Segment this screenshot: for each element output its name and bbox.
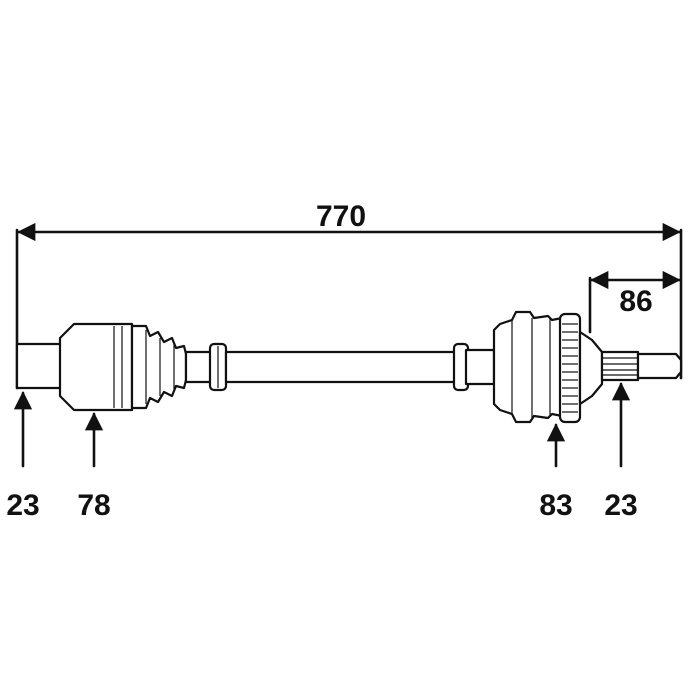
left-boot-neck [184, 350, 214, 384]
left-stub-shaft [15, 342, 66, 390]
outer-joint-body [578, 330, 604, 406]
total-length-dimension: 770 [15, 200, 683, 390]
right-shaft-diameter-label: 23 [604, 489, 637, 522]
drive-shaft [15, 310, 683, 424]
left-shaft-callout: 23 [6, 391, 40, 522]
right-shaft-callout: 23 [604, 382, 638, 522]
inner-joint-housing [58, 322, 134, 412]
abs-ring [558, 312, 582, 424]
total-length-label: 770 [316, 200, 366, 233]
threaded-end [636, 352, 683, 380]
left-shaft-diameter-label: 23 [6, 489, 39, 522]
left-boot [130, 324, 188, 410]
spline-length-dimension: 86 [588, 270, 681, 334]
abs-ring-diameter-label: 83 [539, 489, 572, 522]
abs-ring-teeth [562, 323, 578, 413]
spline-length-label: 86 [619, 285, 652, 318]
main-bar-shaft [224, 350, 458, 384]
inner-joint-callout: 78 [77, 412, 111, 522]
right-boot [492, 310, 564, 424]
inner-joint-diameter-label: 78 [77, 489, 110, 522]
right-boot-neck [464, 348, 496, 386]
spline-teeth [602, 357, 638, 376]
abs-ring-callout: 83 [539, 423, 573, 522]
spline-section [600, 350, 640, 382]
